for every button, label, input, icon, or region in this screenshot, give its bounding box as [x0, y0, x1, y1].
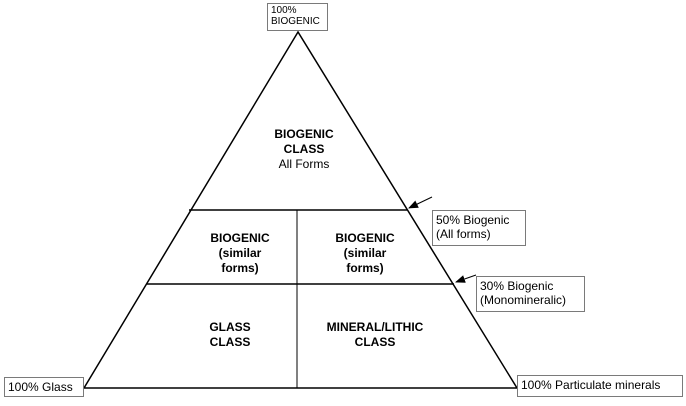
annotation-50-line1: 50% Biogenic	[436, 213, 510, 227]
apex-label-line2: BIOGENIC	[271, 16, 320, 27]
region-top-line3: All Forms	[278, 157, 330, 171]
region-biogenic-similar-right: BIOGENIC (similar forms)	[315, 231, 415, 276]
corner-label-100-glass: 100% Glass	[4, 377, 84, 397]
corner-label-left-text: 100% Glass	[8, 380, 73, 394]
region-middle-left-line3: forms)	[221, 261, 259, 275]
corner-label-100-particulate: 100% Particulate minerals	[517, 375, 683, 397]
region-middle-left-line2: (similar	[218, 246, 262, 260]
region-bottom-left-line2: CLASS	[209, 335, 251, 349]
region-biogenic-class: BIOGENIC CLASS All Forms	[244, 127, 364, 172]
region-middle-left-line1: BIOGENIC	[210, 231, 270, 245]
region-bottom-right-line1: MINERAL/LITHIC	[326, 320, 424, 334]
arrow-50-biogenic	[408, 196, 433, 209]
region-bottom-right-line2: CLASS	[354, 335, 396, 349]
annotation-30-line1: 30% Biogenic	[480, 279, 554, 293]
region-middle-right-line2: (similar	[343, 246, 387, 260]
annotation-30-line2: (Monomineralic)	[480, 293, 567, 307]
annotation-30-biogenic: 30% Biogenic (Monomineralic)	[476, 276, 585, 312]
region-mineral-lithic-class: MINERAL/LITHIC CLASS	[315, 320, 435, 350]
region-bottom-left-line1: GLASS	[209, 320, 251, 334]
apex-label-line1: 100%	[271, 5, 297, 16]
apex-label-100-biogenic: 100% BIOGENIC	[267, 3, 328, 31]
corner-label-right-text: 100% Particulate minerals	[521, 378, 661, 392]
arrow-30-biogenic	[455, 274, 477, 283]
region-glass-class: GLASS CLASS	[180, 320, 280, 350]
annotation-50-line2: (All forms)	[436, 227, 491, 241]
region-top-line1: BIOGENIC	[274, 127, 334, 141]
region-biogenic-similar-left: BIOGENIC (similar forms)	[190, 231, 290, 276]
region-middle-right-line3: forms)	[346, 261, 384, 275]
region-top-line2: CLASS	[283, 142, 325, 156]
annotation-50-biogenic: 50% Biogenic (All forms)	[432, 210, 526, 246]
region-middle-right-line1: BIOGENIC	[335, 231, 395, 245]
